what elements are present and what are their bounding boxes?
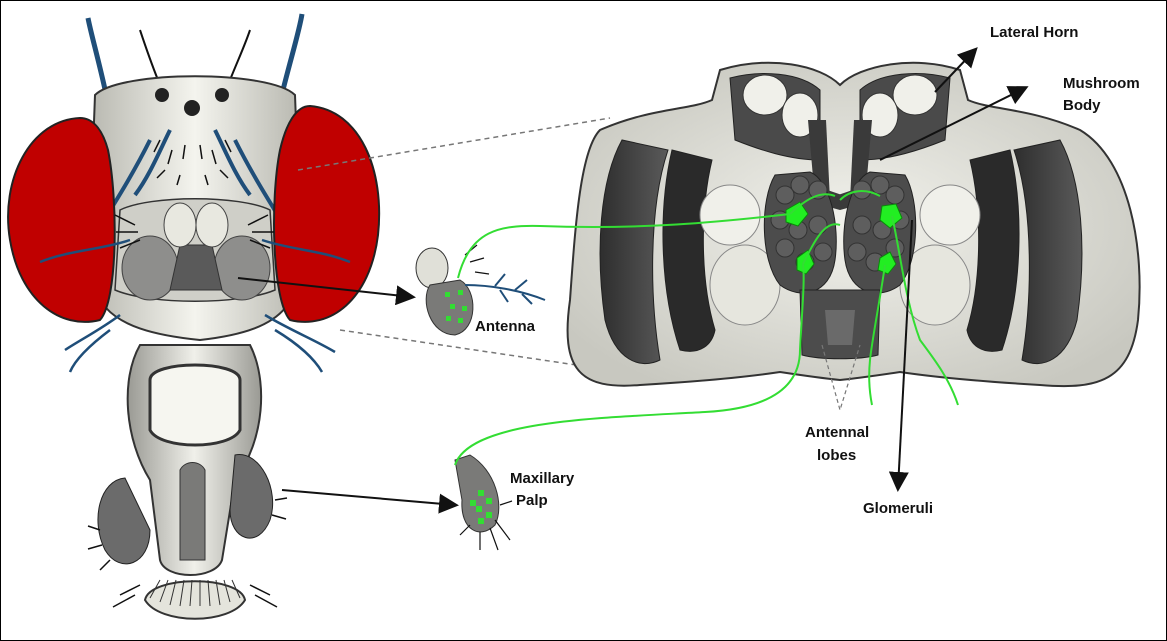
label-antenna: Antenna: [475, 318, 536, 335]
label-mushroom-body-2: Body: [1063, 97, 1101, 114]
ocellus-right: [215, 88, 229, 102]
label-lateral-horn: Lateral Horn: [990, 24, 1078, 41]
labellum: [145, 581, 245, 619]
label-mushroom-body-1: Mushroom: [1063, 75, 1140, 92]
ocellus-center: [184, 100, 200, 116]
label-antennal-lobes-1: Antennal: [805, 424, 869, 441]
maxillary-palp-right: [230, 455, 273, 539]
fly-head: [8, 14, 379, 619]
label-glomeruli: Glomeruli: [863, 500, 933, 517]
label-maxillary-palp-2: Palp: [516, 492, 548, 509]
brain: [568, 63, 1140, 386]
label-antennal-lobes-2: lobes: [817, 447, 856, 464]
compound-eye-left: [8, 118, 115, 322]
ocellus-left: [155, 88, 169, 102]
compound-eye-right: [274, 106, 379, 322]
label-maxillary-palp-1: Maxillary: [510, 470, 575, 487]
maxillary-palp-left: [98, 478, 150, 564]
maxillary-palp-illustration: [455, 455, 512, 550]
